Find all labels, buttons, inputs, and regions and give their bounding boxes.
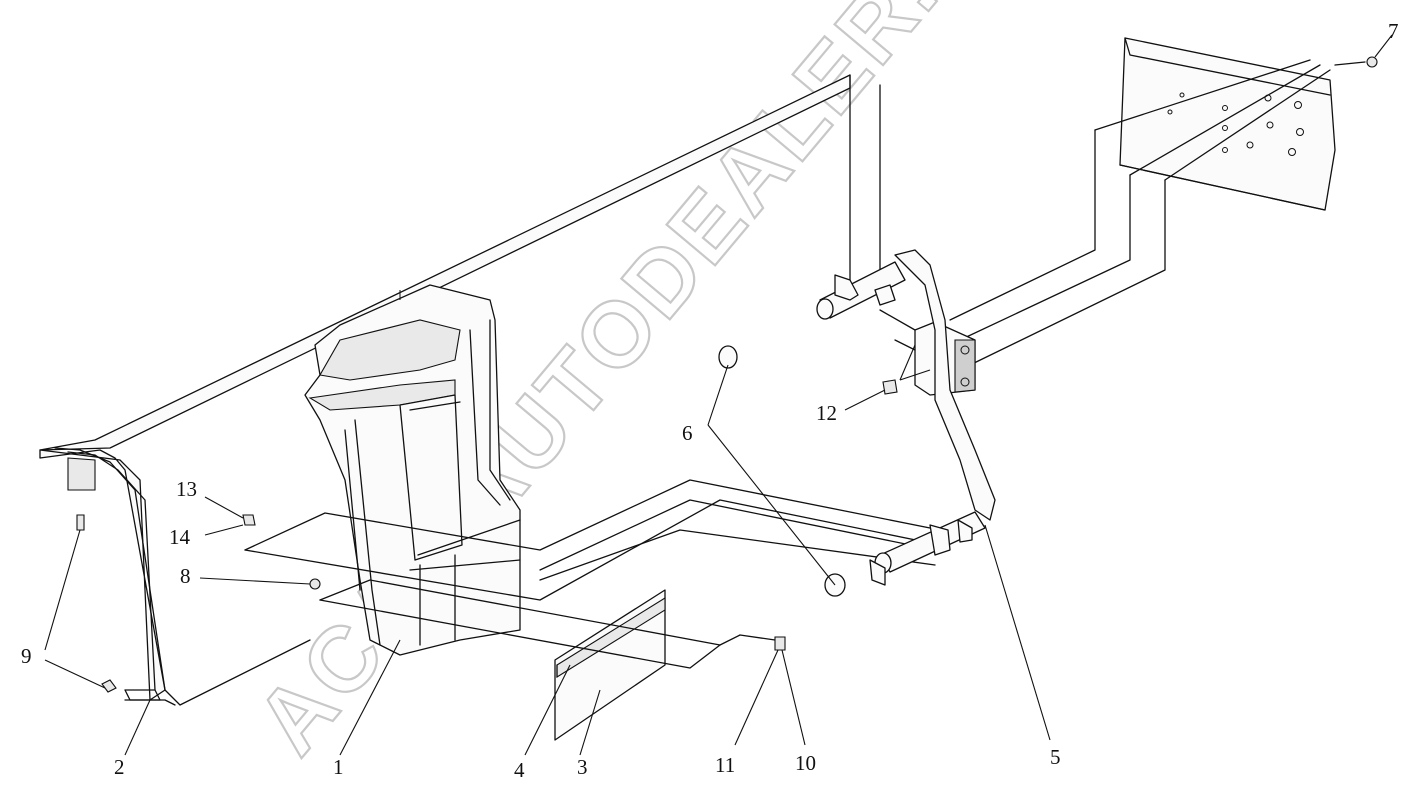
callout-11: 11 — [715, 753, 735, 777]
rear-panel — [39, 74, 881, 706]
callout-3: 3 — [577, 755, 588, 779]
frame-rail — [949, 37, 1366, 366]
callout-8: 8 — [180, 564, 191, 588]
mounting-plates — [244, 479, 941, 669]
part-1-mudguard — [304, 284, 521, 656]
callout-1: 1 — [333, 755, 344, 779]
part-2-bracket — [67, 457, 161, 701]
callout-2: 2 — [114, 755, 125, 779]
callout-12: 12 — [816, 401, 837, 425]
callout-14: 14 — [169, 525, 191, 549]
callout-6: 6 — [682, 421, 693, 445]
callout-4: 4 — [514, 758, 525, 782]
part-5-tube — [816, 249, 996, 586]
callout-10: 10 — [795, 751, 816, 775]
callout-5: 5 — [1050, 745, 1061, 769]
callout-13: 13 — [176, 477, 197, 501]
part-6-plugs — [718, 345, 846, 597]
part-3-mudflap — [554, 589, 666, 741]
callout-7: 7 — [1388, 19, 1399, 43]
callout-labels: 1 2 3 4 5 6 7 8 9 10 11 12 13 14 — [21, 19, 1399, 782]
leader-lines — [44, 34, 1393, 756]
callout-9: 9 — [21, 644, 32, 668]
